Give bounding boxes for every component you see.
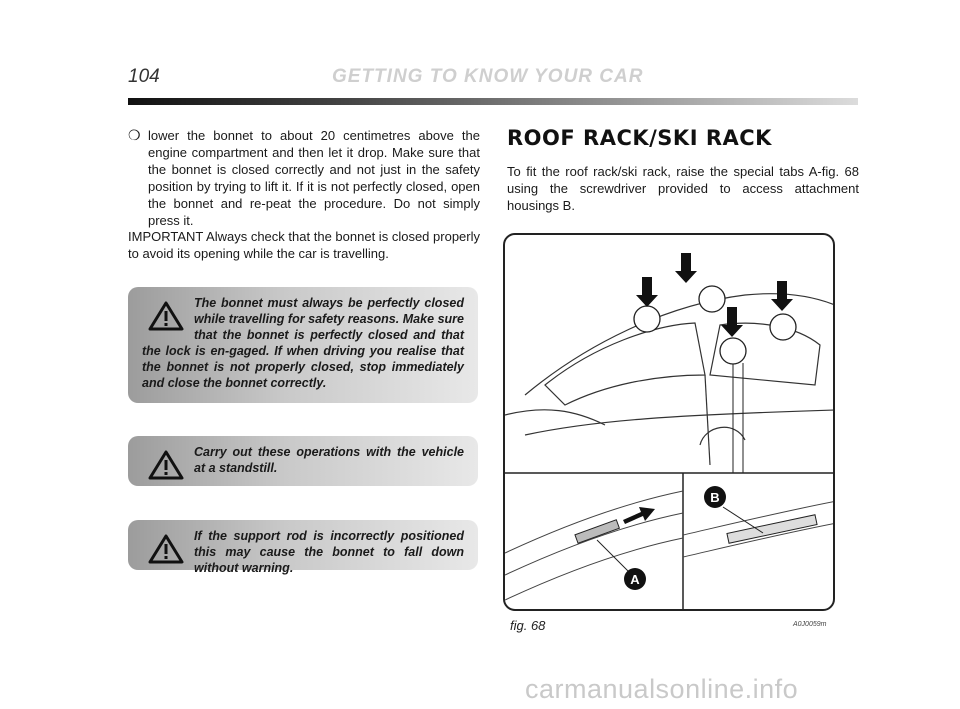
arrow-down-icon xyxy=(636,277,658,307)
warning-triangle-icon xyxy=(148,450,184,480)
label-a: A xyxy=(630,572,640,587)
warning-triangle-icon xyxy=(148,301,184,331)
bullet-item: ❍ lower the bonnet to about 20 centimetr… xyxy=(128,127,480,229)
warning-text-1: The bonnet must always be perfectly clos… xyxy=(142,296,464,390)
running-title: GETTING TO KNOW YOUR CAR xyxy=(332,66,644,87)
car-roof-illustration: A B xyxy=(505,253,833,609)
housing-b xyxy=(726,514,818,544)
tab-a xyxy=(574,519,621,544)
attachment-point-3 xyxy=(719,337,747,365)
roof-line xyxy=(524,293,833,396)
wheel-arch xyxy=(699,426,746,446)
figure-caption: fig. 68 xyxy=(510,618,546,633)
arrow-down-icon xyxy=(675,253,697,283)
bullet-text: lower the bonnet to about 20 centimetres… xyxy=(148,128,480,228)
warning-box-3: If the support rod is incorrectly positi… xyxy=(128,520,478,575)
watermark: carmanualsonline.info xyxy=(525,674,799,704)
figure-68: A B xyxy=(503,233,835,611)
section-title: ROOF RACK/SKI RACK xyxy=(507,126,772,150)
warning-text-2: Carry out these operations with the vehi… xyxy=(194,445,464,475)
windshield xyxy=(544,322,706,406)
warning-box-1: The bonnet must always be perfectly clos… xyxy=(128,287,478,403)
body-line xyxy=(524,409,833,436)
attachment-point-1 xyxy=(633,305,661,333)
label-b: B xyxy=(710,490,719,505)
header-rule xyxy=(128,98,858,105)
hood-line xyxy=(505,409,606,426)
bullet-circle-icon: ❍ xyxy=(128,127,141,143)
page-number: 104 xyxy=(128,66,160,87)
attachment-point-4 xyxy=(769,313,797,341)
important-note: IMPORTANT Always check that the bonnet i… xyxy=(128,229,480,261)
figure-code: A0J0059m xyxy=(793,621,827,628)
warning-triangle-icon xyxy=(148,534,184,564)
warning-box-2: Carry out these operations with the vehi… xyxy=(128,436,478,486)
warning-text-3: If the support rod is incorrectly positi… xyxy=(194,529,464,575)
arrow-left-icon xyxy=(623,507,655,524)
arrow-down-icon xyxy=(721,307,743,337)
attachment-point-2 xyxy=(698,285,726,313)
arrow-down-icon xyxy=(771,281,793,311)
door-line xyxy=(704,374,711,466)
intro-text: To fit the roof rack/ski rack, raise the… xyxy=(507,164,859,213)
